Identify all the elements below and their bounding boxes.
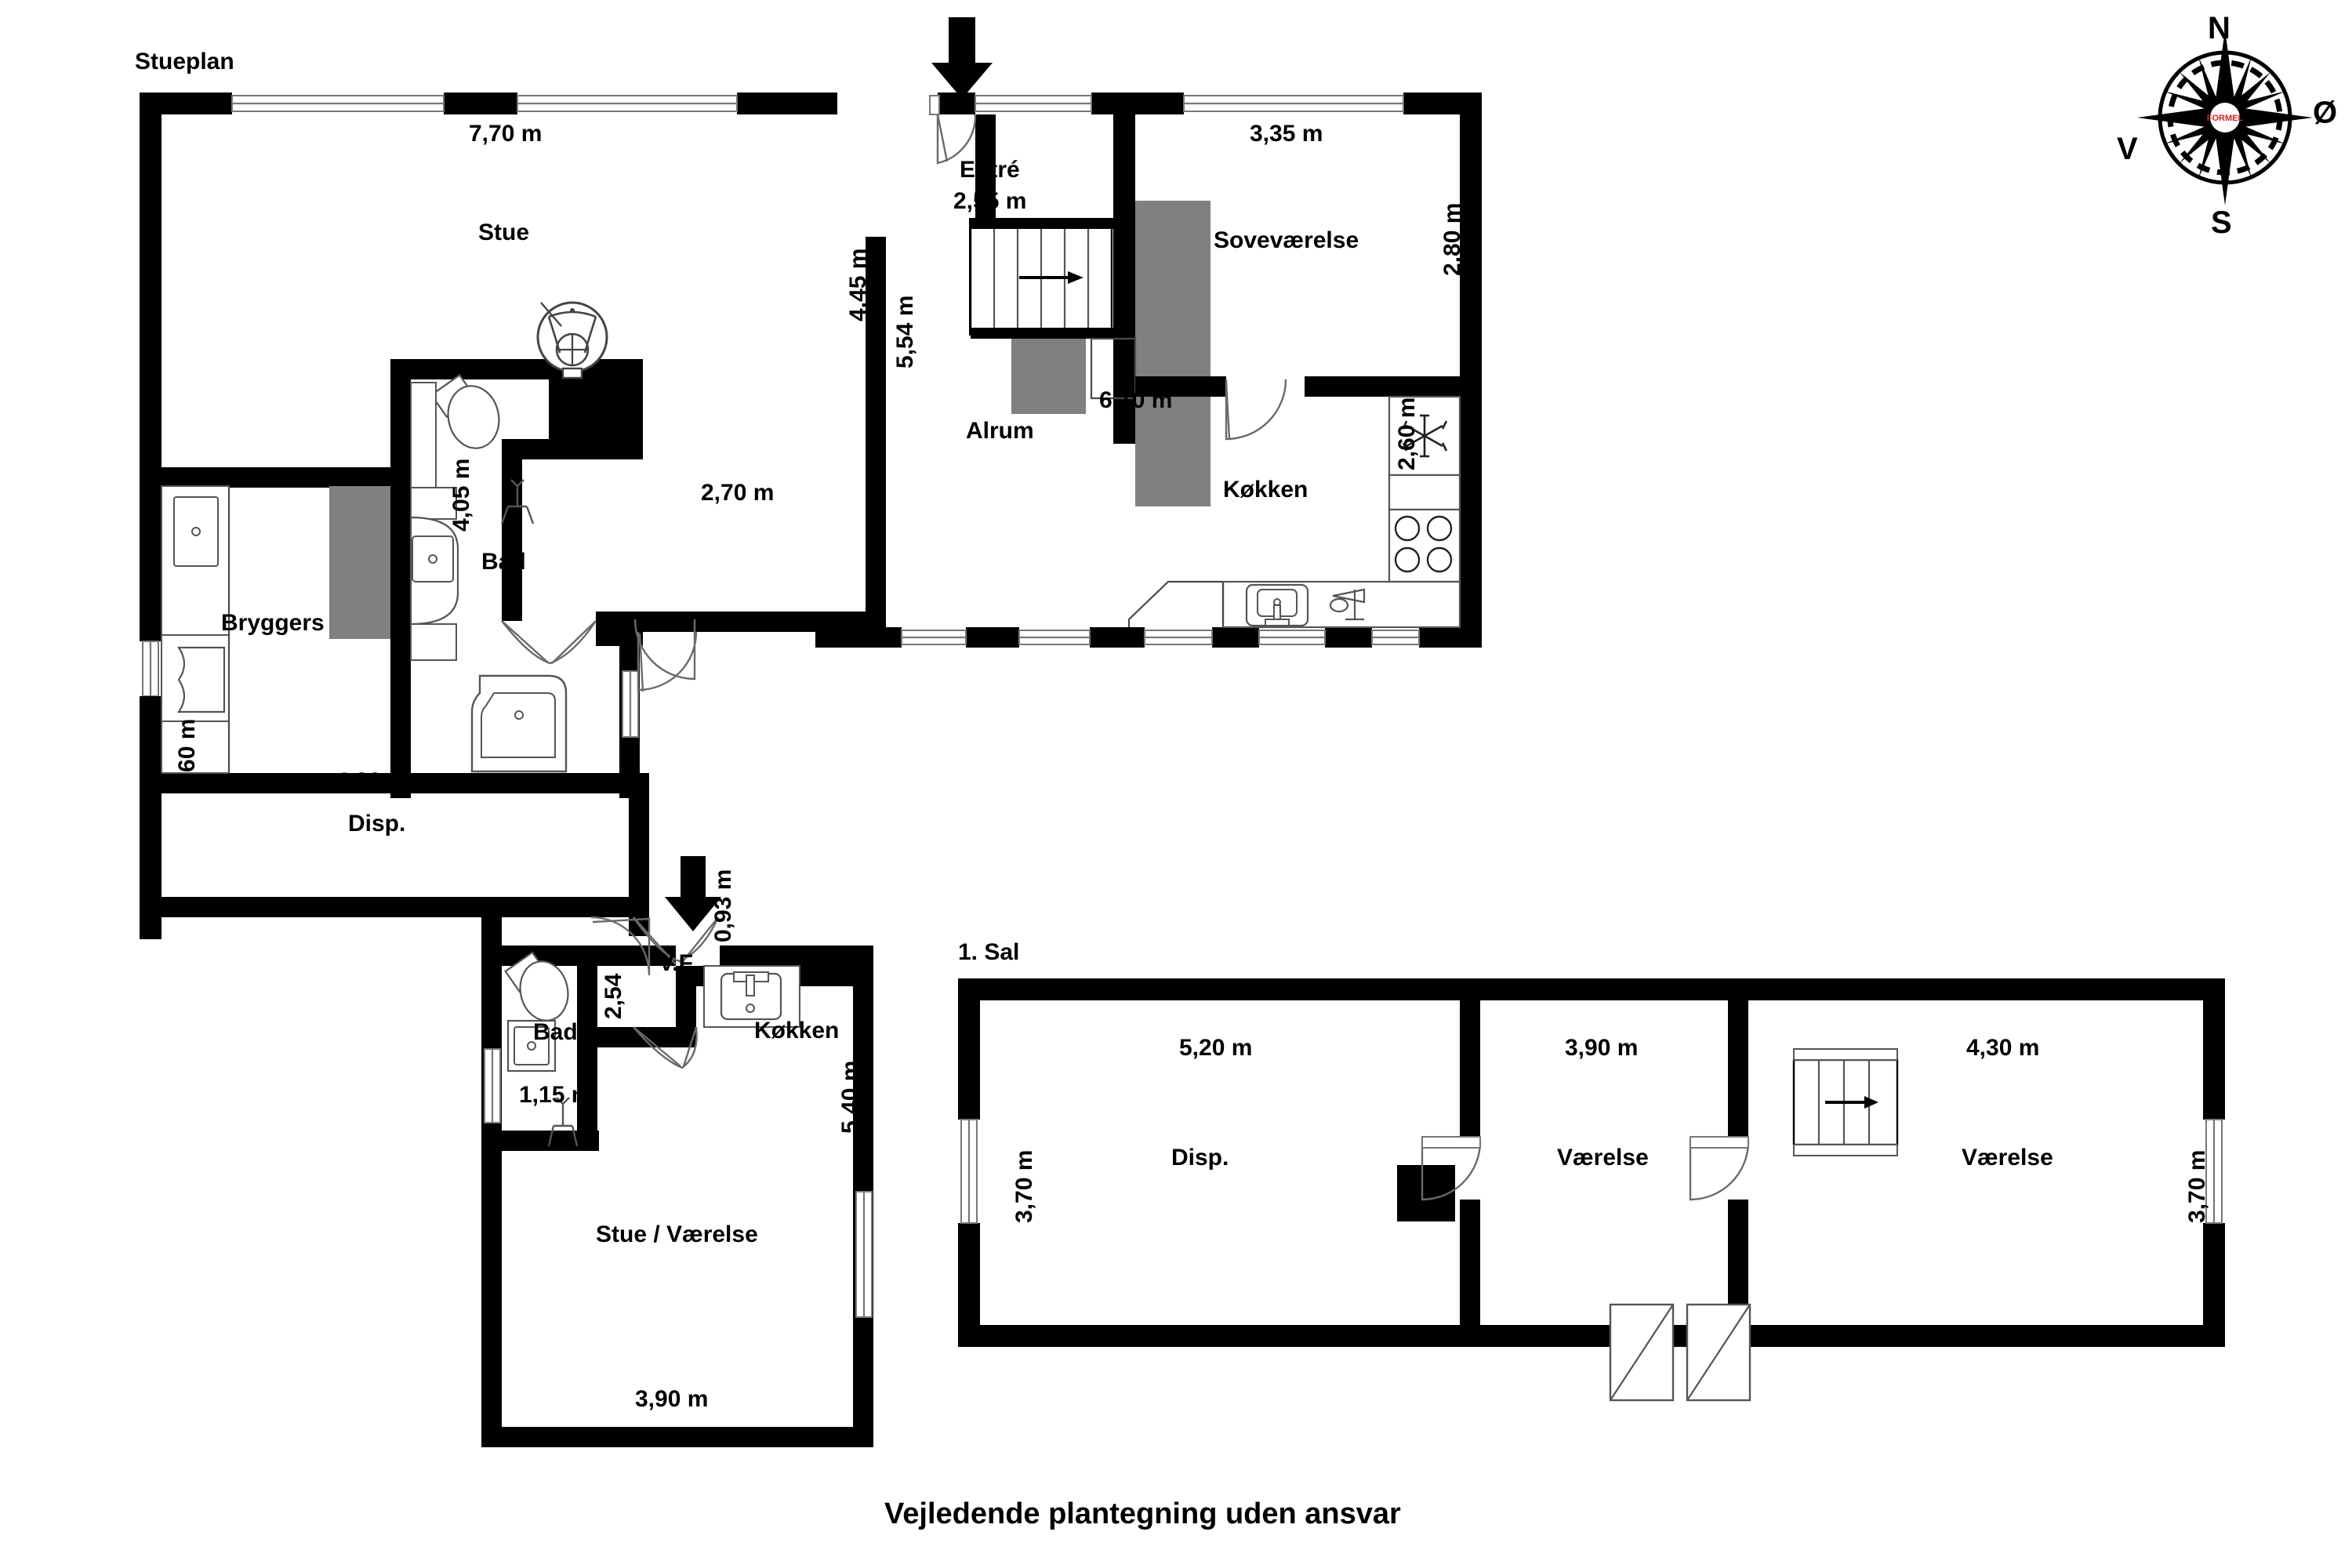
doors-ground xyxy=(501,95,1287,1069)
entry-arrow-icon-top xyxy=(931,17,993,99)
dim-520: 5,20 m xyxy=(1179,1035,1253,1061)
dim-270: 2,70 m xyxy=(701,480,775,506)
wardrobe-gray xyxy=(329,486,390,639)
dim-370-left: 3,70 m xyxy=(1011,1149,1037,1223)
shower-head-icon-lower xyxy=(547,1097,579,1147)
entry-arrow-icon-lower xyxy=(665,856,721,931)
dim-255: 2,55 m xyxy=(953,188,1027,214)
dim-390-first: 3,90 m xyxy=(1565,1035,1639,1061)
sink-icon-bad xyxy=(409,516,459,626)
compass-rose-icon: FORMEL xyxy=(2137,30,2313,205)
kitchen-sink-icon xyxy=(1245,583,1309,627)
window-glazing-mid xyxy=(901,630,1420,645)
room-label-alrum: Alrum xyxy=(966,418,1034,444)
room-label-disp-first: Disp. xyxy=(1171,1145,1229,1171)
dim-480: 4,80 m xyxy=(336,768,409,794)
shower-head-icon xyxy=(500,479,535,524)
dishwasher-icon xyxy=(1329,588,1366,621)
first-floor-walls xyxy=(958,978,2225,1402)
dim-280: 2,80 m xyxy=(1439,202,1465,276)
washing-machine-icon xyxy=(176,646,226,713)
dim-610: 6,10 m xyxy=(1099,387,1173,413)
room-label-bad-upper: Bad xyxy=(481,549,526,575)
bryggers-fixtures xyxy=(161,485,230,774)
closet-gray-2 xyxy=(1011,339,1086,414)
shower-tray-icon xyxy=(470,674,568,773)
doors-first xyxy=(1421,1136,1750,1201)
room-label-vaerelse-1: Værelse xyxy=(1557,1145,1649,1171)
dim-335: 3,35 m xyxy=(1250,121,1323,147)
compass-label-north: N xyxy=(2208,11,2230,45)
dim-260: 2,60 m xyxy=(1394,397,1420,470)
room-label-bryggers: Bryggers xyxy=(221,610,325,636)
room-label-kokken-ground: Køkken xyxy=(1223,477,1308,503)
plan-disclaimer-caption: Vejledende plantegning uden ansvar xyxy=(884,1497,1401,1530)
plan-title-1sal: 1. Sal xyxy=(958,939,1020,965)
stairs-icon-ground xyxy=(969,218,1113,339)
room-label-vaerelse-2: Værelse xyxy=(1962,1145,2053,1171)
window-glazing-top xyxy=(231,95,1404,112)
dim-390-ground: 3,90 m xyxy=(635,1386,709,1412)
room-label-sovevaerelse: Soveværelse xyxy=(1214,227,1359,253)
compass-label-west: V xyxy=(2117,132,2138,166)
svg-text:FORMEL: FORMEL xyxy=(2207,114,2244,123)
closet-gray-1 xyxy=(1135,201,1210,506)
room-label-disp-ground: Disp. xyxy=(348,811,406,837)
stairs-icon-first xyxy=(1792,1048,1899,1156)
dim-405: 4,05 m xyxy=(448,458,474,532)
refrigerator-icon xyxy=(1402,414,1448,458)
dim-445: 4,45 m xyxy=(845,248,871,321)
chimney-icon xyxy=(1397,1165,1455,1221)
room-label-stue-vaerelse: Stue / Værelse xyxy=(596,1221,758,1247)
bath-fixtures-upper xyxy=(409,373,500,661)
stove-top-icon xyxy=(1394,515,1453,573)
compass-label-south: S xyxy=(2211,205,2232,240)
dim-770: 7,70 m xyxy=(469,121,543,147)
compass-label-east: Ø xyxy=(2313,96,2338,130)
dim-160: 1,60 m xyxy=(174,718,200,792)
kitchen-fixtures xyxy=(1127,395,1461,629)
kitchen-sink-icon-lower xyxy=(703,965,800,1028)
dim-540: 5,40 m xyxy=(837,1060,863,1134)
toilet-icon xyxy=(430,373,500,449)
dim-430: 4,30 m xyxy=(1966,1035,2040,1061)
skylight-icon xyxy=(1609,1303,1751,1402)
room-label-bad-lower: Bad xyxy=(533,1019,578,1045)
room-label-entre: Entré xyxy=(960,157,1020,183)
dim-115: 1,15 m xyxy=(519,1082,593,1108)
room-label-stue: Stue xyxy=(478,220,530,245)
ground-floor-walls xyxy=(140,17,1482,1447)
wood-stove-icon xyxy=(536,301,608,379)
dim-370-right: 3,70 m xyxy=(2184,1149,2210,1223)
sink-icon-lower-bad xyxy=(506,1019,557,1073)
dim-093: 0,93 m xyxy=(710,869,736,942)
room-label-kokken-lower: Køkken xyxy=(754,1018,840,1044)
room-label-vf: V.F. xyxy=(659,950,697,976)
dim-554: 5,54 m xyxy=(892,295,918,368)
plan-title-stueplan: Stueplan xyxy=(135,49,234,74)
dim-254: 2,54 m xyxy=(601,946,626,1019)
